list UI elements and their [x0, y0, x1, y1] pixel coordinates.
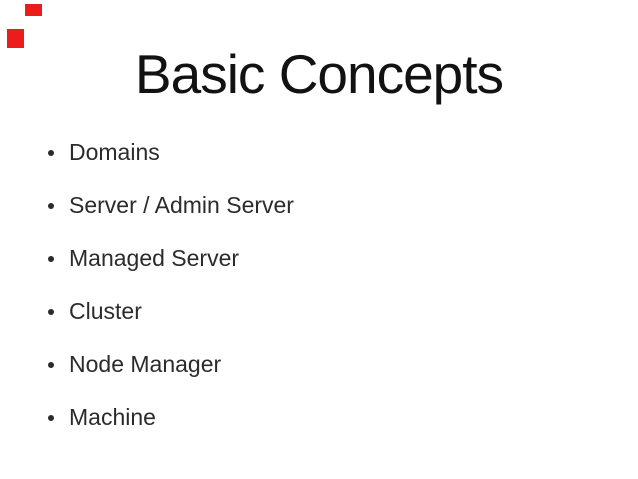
- bullet-dot-icon: [48, 202, 54, 209]
- list-item: Managed Server: [48, 244, 294, 273]
- bullet-label: Node Manager: [69, 351, 222, 377]
- bullet-list: Domains Server / Admin Server Managed Se…: [48, 138, 294, 456]
- bullet-label: Managed Server: [69, 245, 240, 271]
- red-marker-bottom: [7, 29, 24, 48]
- list-item: Machine: [48, 403, 294, 432]
- bullet-dot-icon: [48, 255, 54, 262]
- list-item: Domains: [48, 138, 294, 167]
- bullet-label: Server / Admin Server: [69, 192, 294, 218]
- list-item: Node Manager: [48, 350, 294, 379]
- slide-title: Basic Concepts: [134, 43, 504, 105]
- red-marker-top: [25, 4, 42, 16]
- list-item: Cluster: [48, 297, 294, 326]
- bullet-label: Domains: [69, 139, 160, 165]
- bullet-dot-icon: [48, 149, 54, 156]
- bullet-label: Machine: [69, 404, 156, 430]
- list-item: Server / Admin Server: [48, 191, 294, 220]
- bullet-dot-icon: [48, 308, 54, 315]
- bullet-dot-icon: [48, 361, 54, 368]
- bullet-label: Cluster: [69, 298, 142, 324]
- bullet-dot-icon: [48, 414, 54, 421]
